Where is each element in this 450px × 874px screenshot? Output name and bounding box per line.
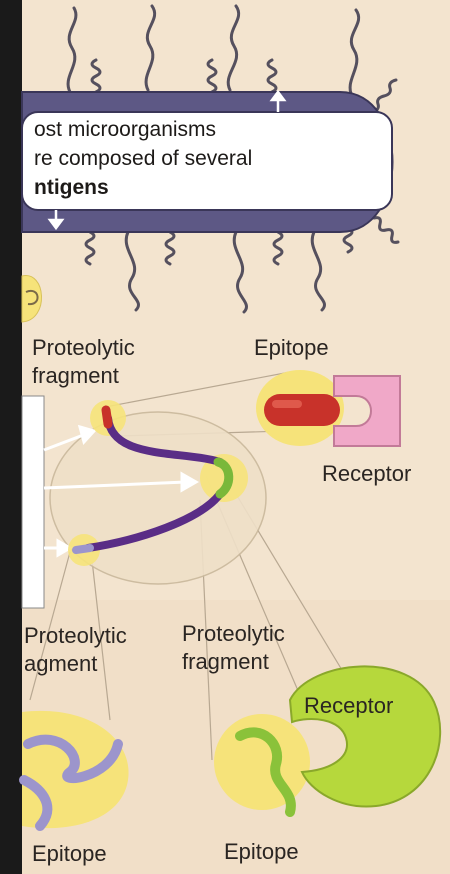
epitope-halo-bottom-right (214, 714, 310, 810)
epitope-lilac-segment (76, 548, 90, 550)
callout-line-3: ntigens (34, 174, 109, 201)
label-epitope-bottom-left: Epitope (32, 840, 107, 868)
label-proteolytic-fragment-top: Proteolytic fragment (32, 334, 135, 390)
label-receptor-middle: Receptor (322, 460, 411, 488)
label-epitope-top: Epitope (254, 334, 329, 362)
label-line: fragment (32, 362, 135, 390)
left-border-bar (0, 0, 22, 874)
label-line: fragment (182, 648, 285, 676)
label-line: Proteolytic (32, 334, 135, 362)
epitope-red-capsule (264, 394, 340, 426)
callout-line-1: ost microorganisms (34, 116, 216, 143)
label-proteolytic-fragment-bottom-left: Proteolytic agment (24, 622, 127, 678)
label-line: Proteolytic (182, 620, 285, 648)
epitope-red-highlight (272, 400, 302, 408)
white-panel-left (22, 396, 44, 608)
label-receptor-bottom: Receptor (304, 692, 393, 720)
label-line: Proteolytic (24, 622, 127, 650)
epitope-red-segment (106, 410, 108, 424)
label-proteolytic-fragment-bottom-mid: Proteolytic fragment (182, 620, 285, 676)
label-epitope-bottom-right: Epitope (224, 838, 299, 866)
label-line: agment (24, 650, 127, 678)
callout-line-2: re composed of several (34, 145, 252, 172)
